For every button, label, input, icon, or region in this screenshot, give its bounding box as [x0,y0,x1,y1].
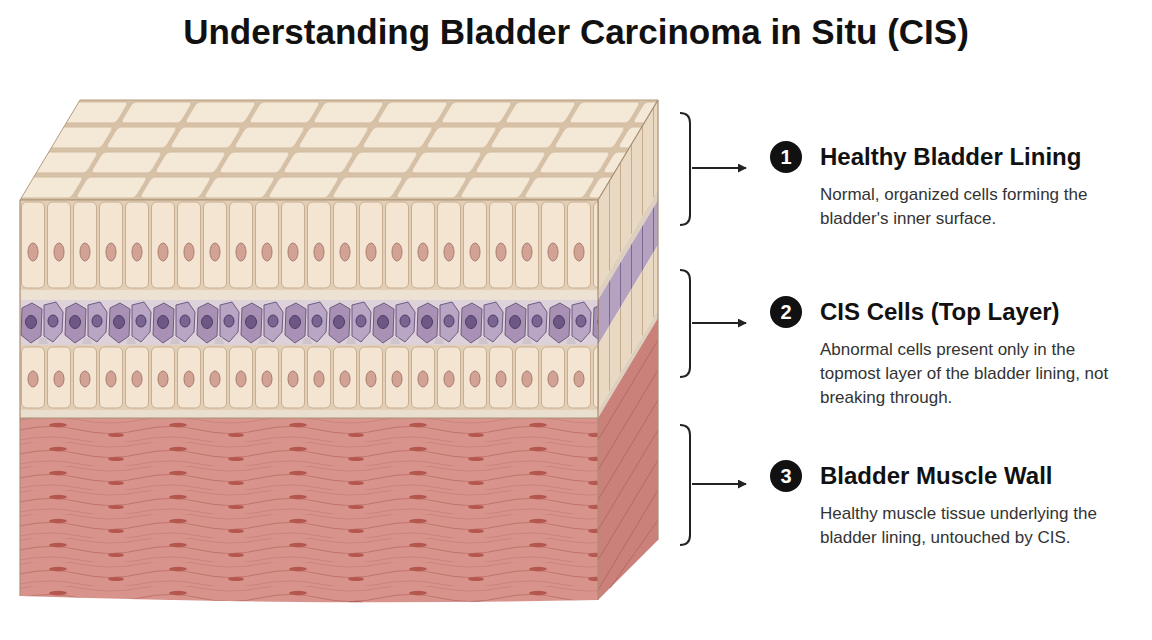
callout-number: 2 [770,296,802,328]
callout-number: 1 [770,141,802,173]
callout-group: 2 CIS Cells (Top Layer) Abnormal cells pre… [770,297,1110,410]
callout-description: Normal, organized cells forming the blad… [820,183,1110,231]
callout-heading: Bladder Muscle Wall [820,461,1110,491]
callout-heading: Healthy Bladder Lining [820,142,1110,172]
callout-group: 3 Bladder Muscle WallHealthy muscle tissu… [770,461,1110,550]
callout-number: 3 [770,460,802,492]
callout-group: 1 Healthy Bladder LiningNormal, organized… [770,142,1110,231]
callout-description: Healthy muscle tissue underlying the bla… [820,502,1110,550]
diagram-title: Understanding Bladder Carcinoma in Situ … [0,12,1152,52]
callout-description: Abnormal cells present only in the topmo… [820,338,1110,410]
callout-heading: CIS Cells (Top Layer) [820,297,1110,327]
